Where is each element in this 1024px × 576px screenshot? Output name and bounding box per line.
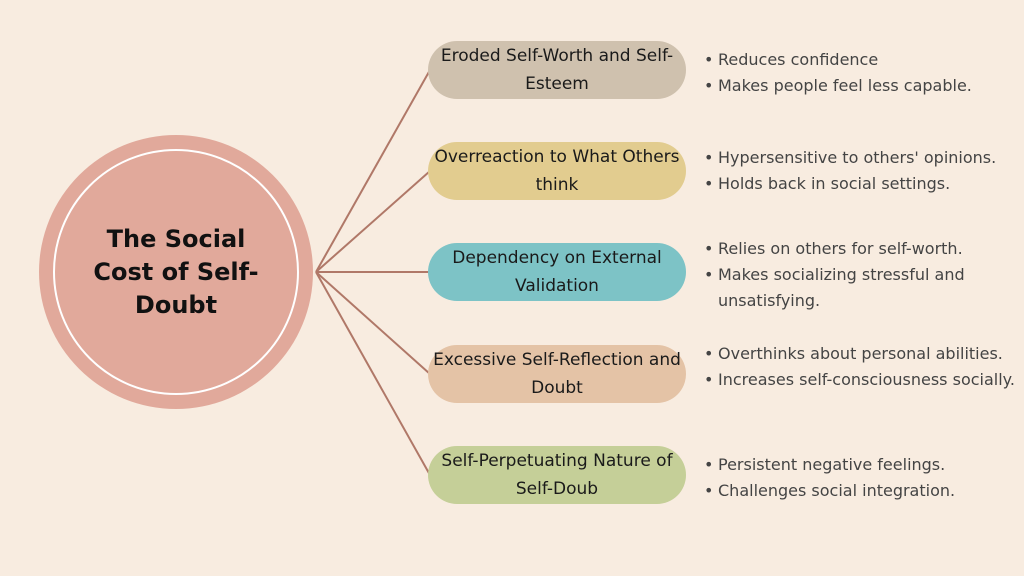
connector-line <box>315 271 431 375</box>
connector-line <box>315 170 431 273</box>
bullet-item: Makes people feel less capable. <box>704 73 1019 99</box>
bullet-item: Overthinks about personal abilities. <box>704 341 1019 367</box>
branch-node: Dependency on External Validation <box>428 243 686 301</box>
bullet-item: Holds back in social settings. <box>704 171 1019 197</box>
bullet-item: Persistent negative feelings. <box>704 452 1019 478</box>
branch-bullets: Hypersensitive to others' opinions. Hold… <box>704 145 1019 197</box>
bullet-item: Increases self-consciousness socially. <box>704 367 1019 393</box>
branch-node: Excessive Self-Reflection and Doubt <box>428 345 686 403</box>
connector-line <box>315 271 431 476</box>
branch-bullets: Persistent negative feelings. Challenges… <box>704 452 1019 504</box>
branch-bullets: Overthinks about personal abilities. Inc… <box>704 341 1019 393</box>
branch-node: Eroded Self-Worth and Self-Esteem <box>428 41 686 99</box>
bullet-item: Relies on others for self-worth. <box>704 236 1019 262</box>
central-node-ring: The Social Cost of Self-Doubt <box>53 149 299 395</box>
central-title: The Social Cost of Self-Doubt <box>93 224 259 319</box>
bullet-item: Reduces confidence <box>704 47 1019 73</box>
bullet-item: Hypersensitive to others' opinions. <box>704 145 1019 171</box>
branch-node: Overreaction to What Others think <box>428 142 686 200</box>
connector-line <box>315 69 431 273</box>
bullet-item: Makes socializing stressful and unsatisf… <box>704 262 1019 314</box>
bullet-item: Challenges social integration. <box>704 478 1019 504</box>
central-node: The Social Cost of Self-Doubt <box>39 135 313 409</box>
branch-node: Self-Perpetuating Nature of Self-Doub <box>428 446 686 504</box>
branch-bullets: Relies on others for self-worth. Makes s… <box>704 236 1019 314</box>
branch-bullets: Reduces confidence Makes people feel les… <box>704 47 1019 99</box>
